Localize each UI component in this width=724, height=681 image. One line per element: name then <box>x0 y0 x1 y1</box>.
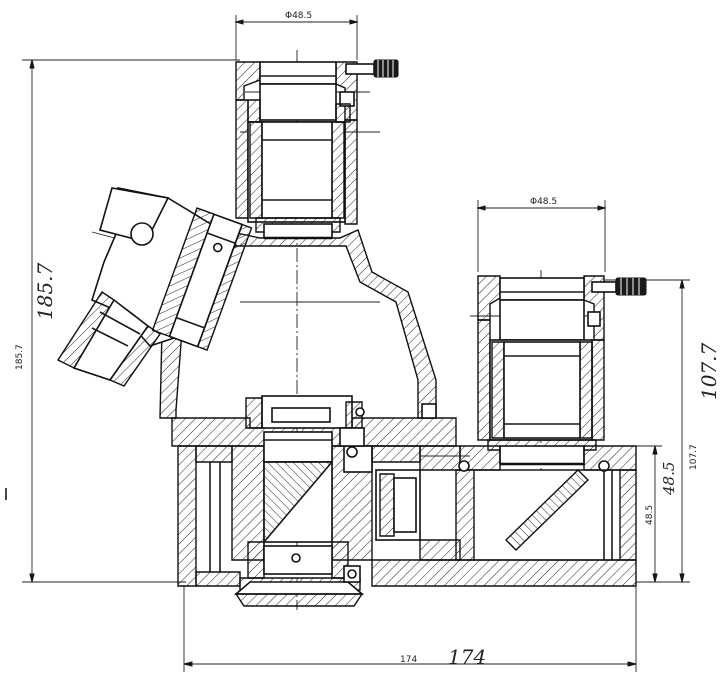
right-eyepiece-tube <box>477 275 647 466</box>
inclined-eyepiece-head <box>56 186 437 419</box>
right-lower-housing <box>455 445 637 561</box>
overall-width-label: 174 <box>400 655 417 665</box>
right-height-label: 107.7 <box>689 444 699 470</box>
mid-height-handwritten: 48.5 <box>660 462 678 496</box>
top-eyepiece-diameter-label: Φ48.5 <box>285 11 312 21</box>
dimension-labels: Φ48.5 Φ48.5 185.7 185.7 107.7 107.7 48.5… <box>15 11 721 669</box>
overall-width-handwritten: 174 <box>448 645 486 669</box>
right-height-handwritten: 107.7 <box>697 342 721 400</box>
mid-height-label: 48.5 <box>645 505 655 525</box>
overall-height-label: 185.7 <box>15 344 25 370</box>
dimension-lines <box>5 15 690 672</box>
top-eyepiece-tube <box>235 59 399 240</box>
right-eyepiece-diameter-label: Φ48.5 <box>530 197 557 207</box>
overall-height-handwritten: 185.7 <box>33 262 57 320</box>
